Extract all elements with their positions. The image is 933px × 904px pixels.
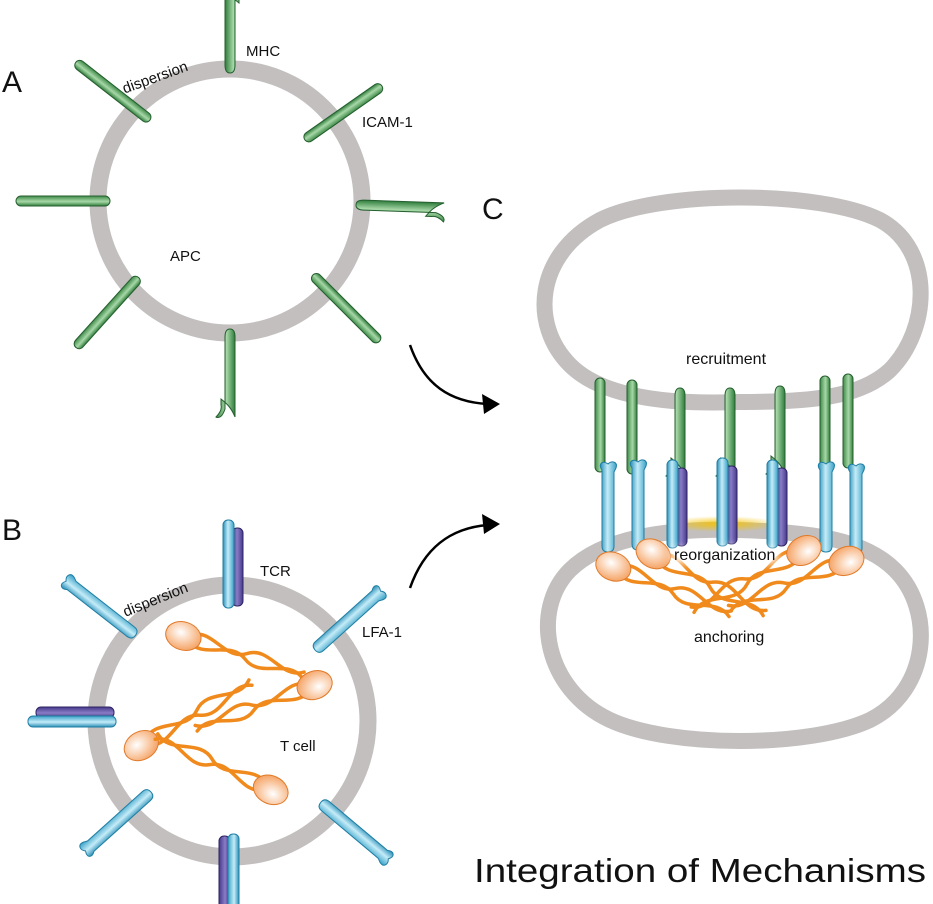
arrow-head	[482, 514, 500, 534]
mhc-label: MHC	[246, 43, 280, 60]
curved-arrow-icon	[408, 523, 489, 589]
actin-filament-icon	[148, 722, 295, 812]
lfa-receptor	[847, 463, 865, 555]
anchoring-halo: anchoring	[694, 629, 764, 646]
tcr-receptor	[27, 706, 117, 728]
apc-membrane-top	[536, 189, 929, 411]
panel-label-b: B	[2, 514, 22, 547]
reorganization-halo: reorganization	[674, 547, 775, 564]
icam-label: ICAM-1	[362, 114, 413, 131]
panel-label-c: C	[482, 193, 504, 226]
mhc-receptor	[215, 328, 236, 419]
curved-arrow-icon	[408, 344, 489, 406]
reorganization-label: reorganization	[674, 547, 775, 564]
panel-a: A dispersion MHC ICAM-1 APC	[2, 0, 446, 419]
mhc-receptor	[594, 377, 606, 473]
figure-title: Integration of Mechanisms	[474, 852, 926, 889]
mhc-receptor	[626, 379, 638, 475]
lfa-receptor	[599, 461, 617, 553]
lfa-label: LFA-1	[362, 624, 402, 641]
arrow-head	[482, 394, 500, 414]
tcell-membrane-bottom	[540, 521, 929, 749]
actin-filament-icon	[160, 615, 310, 690]
lfa-receptor	[817, 461, 835, 553]
tcr-receptor	[716, 457, 738, 547]
apc-label: APC	[170, 248, 201, 265]
tcr-label: TCR	[260, 563, 291, 580]
tcr-receptor	[666, 459, 688, 549]
actin-filament-icon	[189, 664, 339, 744]
icam-receptor	[819, 375, 831, 471]
lfa-receptor	[629, 459, 647, 551]
anchoring-label: anchoring	[694, 629, 764, 646]
tcell-label: T cell	[280, 738, 316, 755]
panel-label-a: A	[2, 66, 22, 99]
tcr-receptor	[218, 833, 240, 904]
panel-b: B dispersion TCR LFA-1 T cell	[2, 514, 402, 904]
icam-receptor	[71, 273, 143, 352]
panel-c: recruitment recruitment reorganization r…	[482, 189, 929, 749]
tcr-receptor	[766, 459, 788, 549]
recruitment-halo: recruitment	[686, 351, 767, 368]
recruitment-label: recruitment	[686, 351, 767, 368]
icam-receptor	[15, 195, 111, 207]
tcr-receptor	[222, 519, 244, 609]
icam-receptor	[842, 373, 854, 469]
lfa-receptor	[314, 795, 396, 868]
